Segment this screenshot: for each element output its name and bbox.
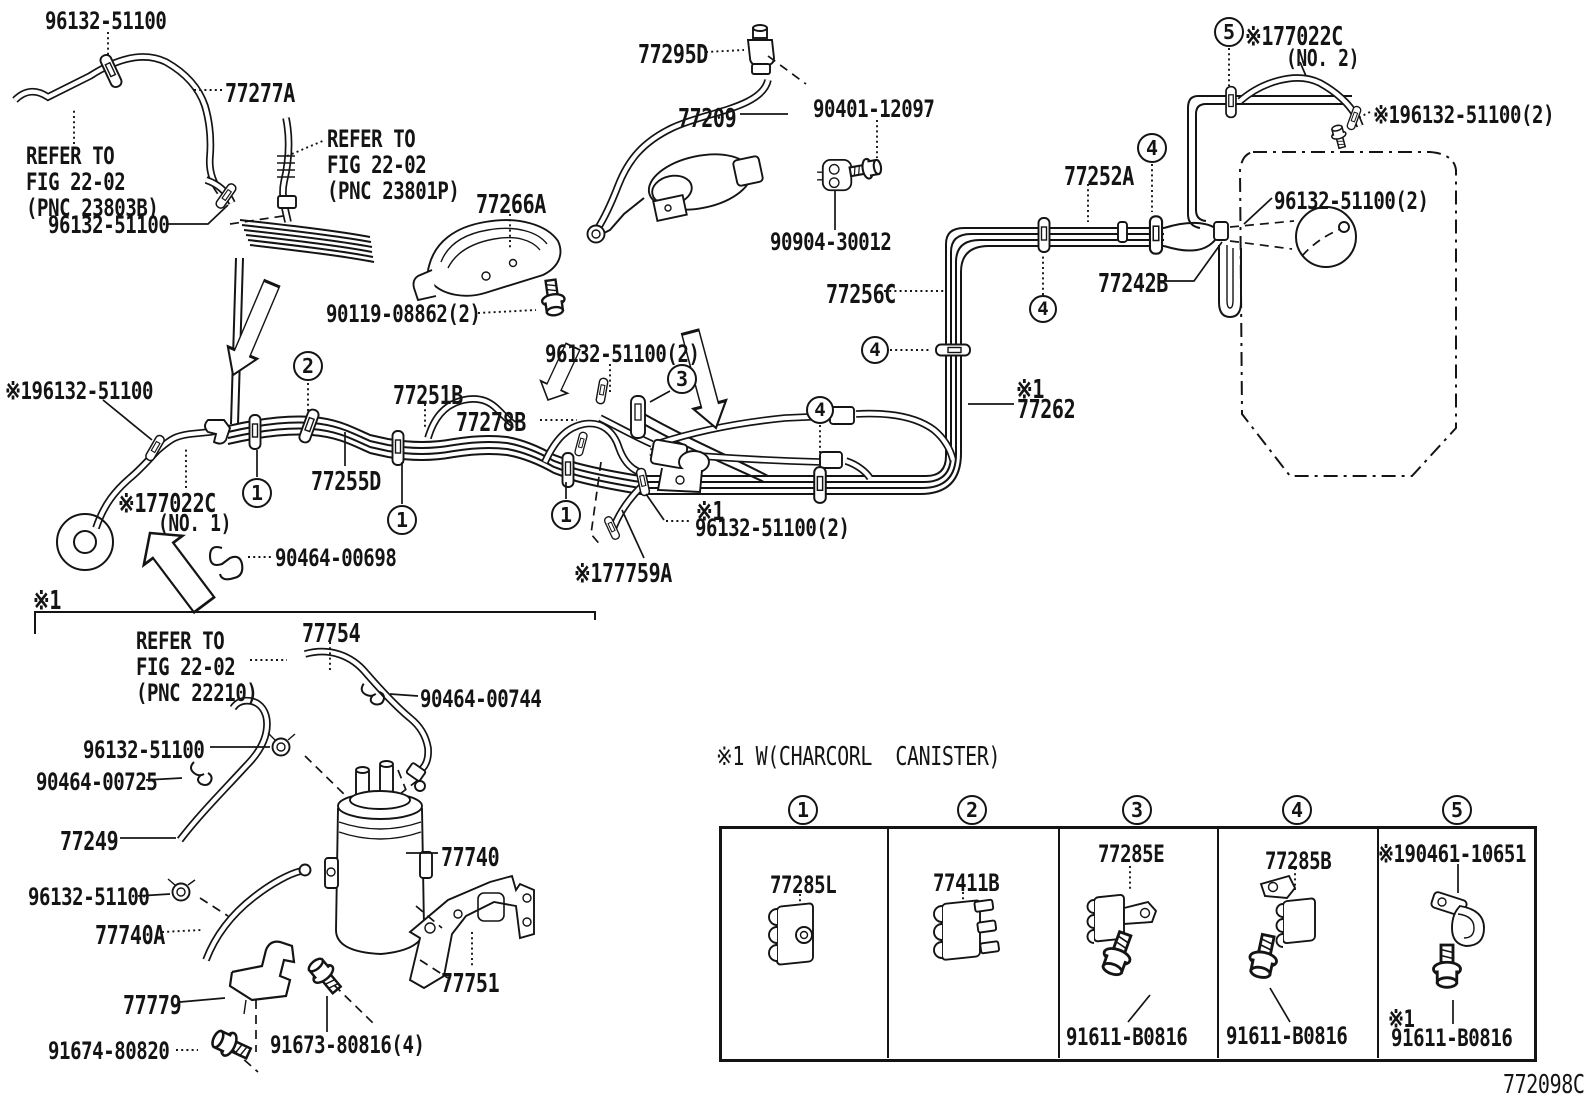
part-77779: 77779 — [123, 989, 182, 1021]
part-177759A: ※177759A — [574, 557, 672, 589]
callout-4a: 4 — [1137, 133, 1167, 163]
part-96132-51100-2-right: 96132-51100(2) — [1274, 187, 1429, 216]
callout-4c: 4 — [861, 336, 889, 364]
cell2-part-77411B: 77411B — [933, 869, 1000, 898]
fastener-table — [719, 826, 1537, 1062]
part-77256C: 77256C — [826, 278, 896, 310]
part-90464-00698: 90464-00698 — [275, 544, 397, 573]
note-1-77262: ※1 — [1016, 373, 1044, 405]
refer-23801P-line1: REFER TO — [327, 125, 416, 154]
fastener-table-header-1: 1 — [788, 795, 818, 825]
figure-code: 772098C — [1503, 1068, 1585, 1099]
part-77255D: 77255D — [311, 465, 381, 497]
cell4-part-77285B: 77285B — [1265, 847, 1332, 876]
refer-22210-line1: REFER TO — [136, 627, 225, 656]
part-77740A: 77740A — [95, 919, 165, 951]
part-90904-30012: 90904-30012 — [770, 228, 892, 257]
callout-3: 3 — [667, 364, 697, 394]
part-90464-00744: 90464-00744 — [420, 685, 542, 714]
fastener-table-header-4: 4 — [1282, 795, 1312, 825]
part-91674-80820: 91674-80820 — [48, 1037, 170, 1066]
part-77266A: 77266A — [476, 188, 546, 220]
part-77277A: 77277A — [225, 77, 295, 109]
refer-23801P-line3: (PNC 23801P) — [327, 177, 460, 206]
canister-note: ※1 W(CHARCORL CANISTER) — [716, 740, 1001, 772]
part-91673-80816: 91673-80816(4) — [270, 1031, 425, 1060]
refer-22210-line2: FIG 22-02 — [136, 653, 236, 682]
refer-23801P-line2: FIG 22-02 — [327, 151, 427, 180]
cell5-part-190461-10651: ※190461-10651 — [1378, 840, 1526, 869]
part-77249: 77249 — [60, 825, 119, 857]
callout-4d: 4 — [806, 396, 834, 424]
part-177022C-no2-sub: (NO. 2) — [1286, 45, 1360, 73]
part-77262: 77262 — [1017, 393, 1076, 425]
part-177022C-no1-sub: (NO. 1) — [158, 510, 232, 538]
callout-5: 5 — [1214, 17, 1244, 47]
callout-1c: 1 — [551, 500, 581, 530]
fastener-table-header-5: 5 — [1442, 795, 1472, 825]
fastener-table-header-3: 3 — [1122, 795, 1152, 825]
callout-1b: 1 — [387, 505, 417, 535]
part-77740: 77740 — [441, 841, 500, 873]
cell5-part-91611-B0816: 91611-B0816 — [1391, 1024, 1513, 1053]
fastener-table-divider-1 — [887, 828, 890, 1058]
fastener-table-header-2: 2 — [957, 795, 987, 825]
refer-23803B-line2: FIG 22-02 — [26, 168, 126, 197]
part-77751: 77751 — [441, 967, 500, 999]
part-77278B: 77278B — [456, 406, 526, 438]
cell4-part-91611-B0816: 91611-B0816 — [1226, 1022, 1348, 1051]
part-77209: 77209 — [678, 102, 737, 134]
part-77242B: 77242B — [1098, 267, 1168, 299]
cell3-part-77285E: 77285E — [1098, 840, 1165, 869]
callout-2: 2 — [293, 351, 323, 381]
part-96132-51100-d: 96132-51100 — [28, 883, 150, 912]
part-177022C-no1: ※177022C — [118, 487, 216, 519]
part-196132-51100-2-topright: ※196132-51100(2) — [1373, 101, 1555, 130]
refer-23803B-line1: REFER TO — [26, 142, 115, 171]
refer-22210-line3: (PNC 22210) — [136, 679, 258, 708]
fastener-table-divider-3 — [1217, 828, 1220, 1058]
cell3-part-91611-B0816: 91611-B0816 — [1066, 1023, 1188, 1052]
note-1-96132: ※1 — [696, 495, 724, 527]
callout-4b: 4 — [1029, 295, 1057, 323]
part-90464-00725: 90464-00725 — [36, 768, 158, 797]
refer-23803B-line3: (PNC 23803B) — [26, 194, 159, 223]
part-77251B: 77251B — [393, 379, 463, 411]
part-96132-51100-top: 96132-51100 — [45, 7, 167, 36]
part-196132-51100-left: ※196132-51100 — [5, 377, 153, 406]
part-90119-08862: 90119-08862(2) — [326, 300, 481, 329]
part-77252A: 77252A — [1064, 160, 1134, 192]
fastener-table-divider-2 — [1058, 828, 1061, 1058]
part-96132-51100-2-bottom: 96132-51100(2) — [695, 514, 850, 543]
note-1-bracket: ※1 — [33, 584, 61, 616]
part-96132-51100-2-mid: 96132-51100(2) — [545, 340, 700, 369]
part-177022C-no2: ※177022C — [1245, 20, 1343, 52]
part-96132-51100-b: 96132-51100 — [48, 211, 170, 240]
part-77295D: 77295D — [638, 38, 708, 70]
cell5-note-1: ※1 — [1388, 1005, 1415, 1034]
part-90401-12097: 90401-12097 — [813, 95, 935, 124]
part-96132-51100-c: 96132-51100 — [83, 736, 205, 765]
callout-1a: 1 — [242, 478, 272, 508]
cell1-part-77285L: 77285L — [770, 871, 837, 900]
fastener-table-divider-4 — [1377, 828, 1380, 1058]
part-77754: 77754 — [302, 617, 361, 649]
